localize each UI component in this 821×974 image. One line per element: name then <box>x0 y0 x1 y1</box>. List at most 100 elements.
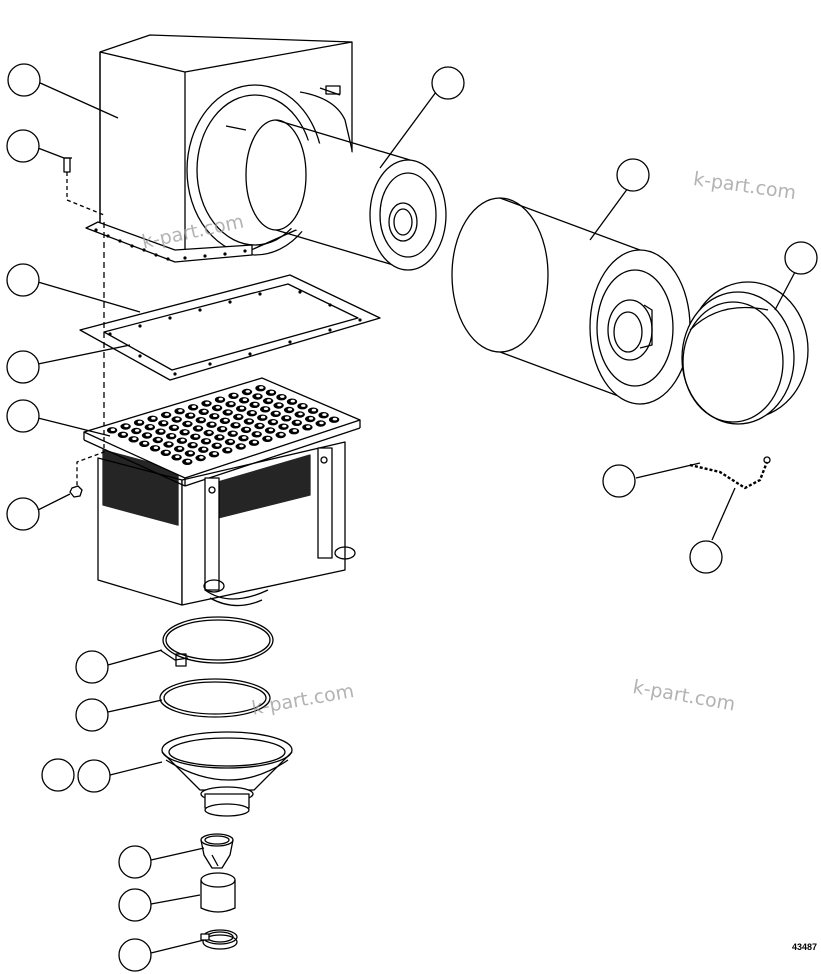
tube-hole-highlight <box>191 443 196 446</box>
tube-hole-highlight <box>308 417 314 420</box>
tube-hole-highlight <box>236 415 242 418</box>
o-ring <box>159 678 271 718</box>
tube-hole-highlight <box>201 447 207 451</box>
tube-hole-highlight <box>228 440 233 443</box>
tube-hole-highlight <box>231 431 236 435</box>
callout-11 <box>689 487 736 574</box>
tube-hole-highlight <box>188 413 194 417</box>
tube-hole-highlight <box>220 427 226 430</box>
callout-8 <box>6 399 111 437</box>
tube-hole-highlight <box>306 425 311 429</box>
cover-chain <box>689 456 771 490</box>
evacuator-valve <box>200 833 234 869</box>
tube-hole-highlight <box>259 386 264 389</box>
tube-hole-highlight <box>242 398 248 402</box>
tube-hole-highlight <box>142 441 148 445</box>
tube-hole-highlight <box>212 414 218 418</box>
gasket <box>79 274 381 381</box>
tube-hole-highlight <box>284 416 290 420</box>
tube-hole-highlight <box>287 408 293 411</box>
tube-hole-highlight <box>226 410 231 414</box>
tube-hole-highlight <box>319 421 324 425</box>
tube-hole-highlight <box>121 432 126 436</box>
tube-hole-highlight <box>185 459 191 463</box>
tube-hole-highlight <box>298 412 303 416</box>
tube-hole-highlight <box>177 447 183 450</box>
tube-hole-highlight <box>253 402 258 406</box>
tube-hole-highlight <box>332 417 338 421</box>
callout-12 <box>75 649 163 684</box>
tube-hole-highlight <box>279 433 284 436</box>
tube-hole-highlight <box>244 427 250 431</box>
tube-hole-highlight <box>188 451 193 455</box>
callout-3 <box>379 66 465 169</box>
callout-2 <box>6 129 65 163</box>
tube-hole-highlight <box>223 418 228 422</box>
tube-hole-highlight <box>172 425 177 429</box>
tube-hole-highlight <box>148 425 153 428</box>
callout-13 <box>75 698 163 732</box>
tube-hole-highlight <box>225 448 231 452</box>
tube-hole-highlight <box>295 420 300 424</box>
tube-hole-highlight <box>229 402 234 405</box>
callout-16 <box>118 845 205 879</box>
primary-filter-element <box>245 119 447 271</box>
tube-hole-highlight <box>124 424 129 428</box>
tube-hole-highlight <box>311 408 317 412</box>
callout-10 <box>602 462 701 498</box>
callout-1 <box>7 63 119 119</box>
tube-hole-highlight <box>151 416 156 420</box>
tube-hole-highlight <box>175 417 180 421</box>
outer-filter-element <box>451 197 691 405</box>
callout-15 <box>77 759 163 793</box>
clamp-ring <box>159 616 274 667</box>
tube-hole-highlight <box>277 403 282 407</box>
tube-hole-highlight <box>186 422 191 425</box>
callout-4 <box>589 158 650 241</box>
housing-bolt <box>63 157 105 216</box>
tube-hole-highlight <box>255 432 260 436</box>
callout-9 <box>6 493 71 531</box>
tube-hole-highlight <box>202 409 207 413</box>
figure-number: 43487 <box>791 942 817 952</box>
callout-17 <box>118 888 201 922</box>
hose-clamp <box>200 929 238 950</box>
tube-hole-highlight <box>215 406 221 409</box>
tube-hole-highlight <box>193 434 199 438</box>
tube-hole-highlight <box>258 424 263 427</box>
tube-hole-highlight <box>292 429 297 432</box>
callout-6 <box>6 263 141 313</box>
tube-hole-highlight <box>169 434 175 437</box>
end-cover <box>681 281 809 425</box>
tube-hole-highlight <box>199 456 204 459</box>
sleeve <box>200 872 236 913</box>
tube-hole-highlight <box>110 428 116 432</box>
tube-hole-highlight <box>256 394 261 398</box>
dust-cup <box>161 731 293 817</box>
tube-hole-highlight <box>164 450 169 454</box>
tube-hole-highlight <box>322 413 327 416</box>
tube-hole-highlight <box>266 436 271 440</box>
tube-hole-highlight <box>205 401 210 405</box>
tube-hole-highlight <box>212 452 217 455</box>
tube-hole-highlight <box>245 390 250 393</box>
tube-hole-highlight <box>218 397 223 401</box>
tube-hole-highlight <box>280 395 285 398</box>
tube-hole-highlight <box>301 404 306 407</box>
tube-hole-highlight <box>159 429 164 433</box>
tube-hole-highlight <box>247 419 252 423</box>
tube-hole-highlight <box>175 455 180 459</box>
tube-hole-highlight <box>204 439 209 443</box>
tube-hole-highlight <box>268 428 274 432</box>
tube-hole-highlight <box>239 406 245 410</box>
tube-hole-highlight <box>134 429 140 432</box>
tube-hole-highlight <box>191 405 197 409</box>
tube-hole-highlight <box>180 438 185 442</box>
tube-hole-highlight <box>145 433 150 437</box>
tube-hole-highlight <box>207 431 212 434</box>
callout-14 <box>41 758 75 792</box>
tube-hole-highlight <box>252 440 257 444</box>
nut <box>69 430 105 498</box>
tube-hole-highlight <box>183 430 188 434</box>
